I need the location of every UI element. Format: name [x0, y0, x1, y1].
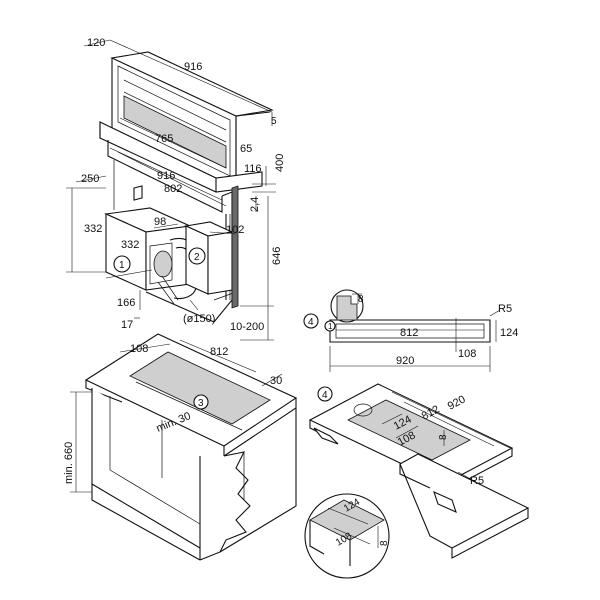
- callout-4-label: 4: [308, 317, 314, 328]
- dim-2-4-label: 2,4: [249, 197, 261, 212]
- dim-124-front-label: 124: [500, 327, 518, 339]
- dim-108-front-label: 108: [458, 348, 476, 360]
- downdraft-unit-view: 120 916 5 765 65 400 116 916 802 250 2,4…: [66, 37, 286, 341]
- dim-920-iso-label: 920: [446, 393, 468, 412]
- dim-250-label: 250: [81, 173, 99, 185]
- dim-30-label: 30: [270, 375, 282, 387]
- min-660-label: min. 660: [63, 442, 75, 484]
- cutout-iso-view: 4 920 812 124 108 8 R5: [308, 383, 530, 559]
- dim-120-label: 120: [87, 37, 105, 49]
- dim-8-iso-label: 8: [438, 434, 449, 440]
- callout-1-front-label: 1: [328, 322, 333, 331]
- callout-3-label: 3: [198, 398, 204, 409]
- dim-150-label: (ø150): [183, 313, 215, 325]
- dim-812-front-label: 812: [400, 327, 418, 339]
- detail-view: 124 108 8: [304, 493, 390, 579]
- dim-916-top-label: 916: [184, 61, 202, 73]
- callout-1: [113, 255, 131, 273]
- callout-2: [188, 247, 206, 265]
- dim-802-label: 802: [164, 183, 182, 195]
- dim-166-label: 166: [117, 297, 135, 309]
- dim-r5-label: R5: [498, 303, 512, 315]
- dim-17-label: 17: [121, 319, 133, 331]
- dim-765-label: 765: [155, 133, 173, 145]
- dim-10-200-label: 10-200: [230, 321, 264, 333]
- dim-8-detail-label: 8: [379, 540, 390, 546]
- dim-102-label: 102: [226, 224, 244, 236]
- cutout-front-view: 4 1 8 R5 812 124 108 920: [303, 289, 518, 372]
- dim-r5-iso-label: R5: [470, 475, 484, 487]
- dim-5-label: 5: [271, 116, 277, 127]
- callout-4-front: [303, 313, 319, 329]
- dim-116-label: 116: [244, 163, 262, 175]
- callout-4-iso-label: 4: [322, 390, 328, 401]
- dim-400-label: 400: [274, 154, 286, 172]
- callout-1-label: 1: [119, 260, 125, 271]
- dim-812-label: 812: [210, 346, 228, 358]
- dim-108-label: 108: [130, 343, 148, 355]
- cabinet-view: 108 812 30 min. 30 3 min. 660: [63, 333, 298, 561]
- callout-2-label: 2: [194, 252, 200, 263]
- dim-98-label: 98: [154, 216, 166, 228]
- dim-916-mid-label: 916: [157, 170, 175, 182]
- dim-332-bottom-label: 332: [121, 239, 139, 251]
- dim-920-front-label: 920: [396, 355, 414, 367]
- callout-1-front: [324, 320, 336, 332]
- callout-4-iso: [317, 386, 333, 402]
- dim-8-label: 8: [358, 294, 364, 305]
- dim-65-label: 65: [240, 143, 252, 155]
- dim-646-label: 646: [271, 247, 283, 265]
- dim-332-side-label: 332: [84, 223, 102, 235]
- callout-3: [193, 394, 209, 410]
